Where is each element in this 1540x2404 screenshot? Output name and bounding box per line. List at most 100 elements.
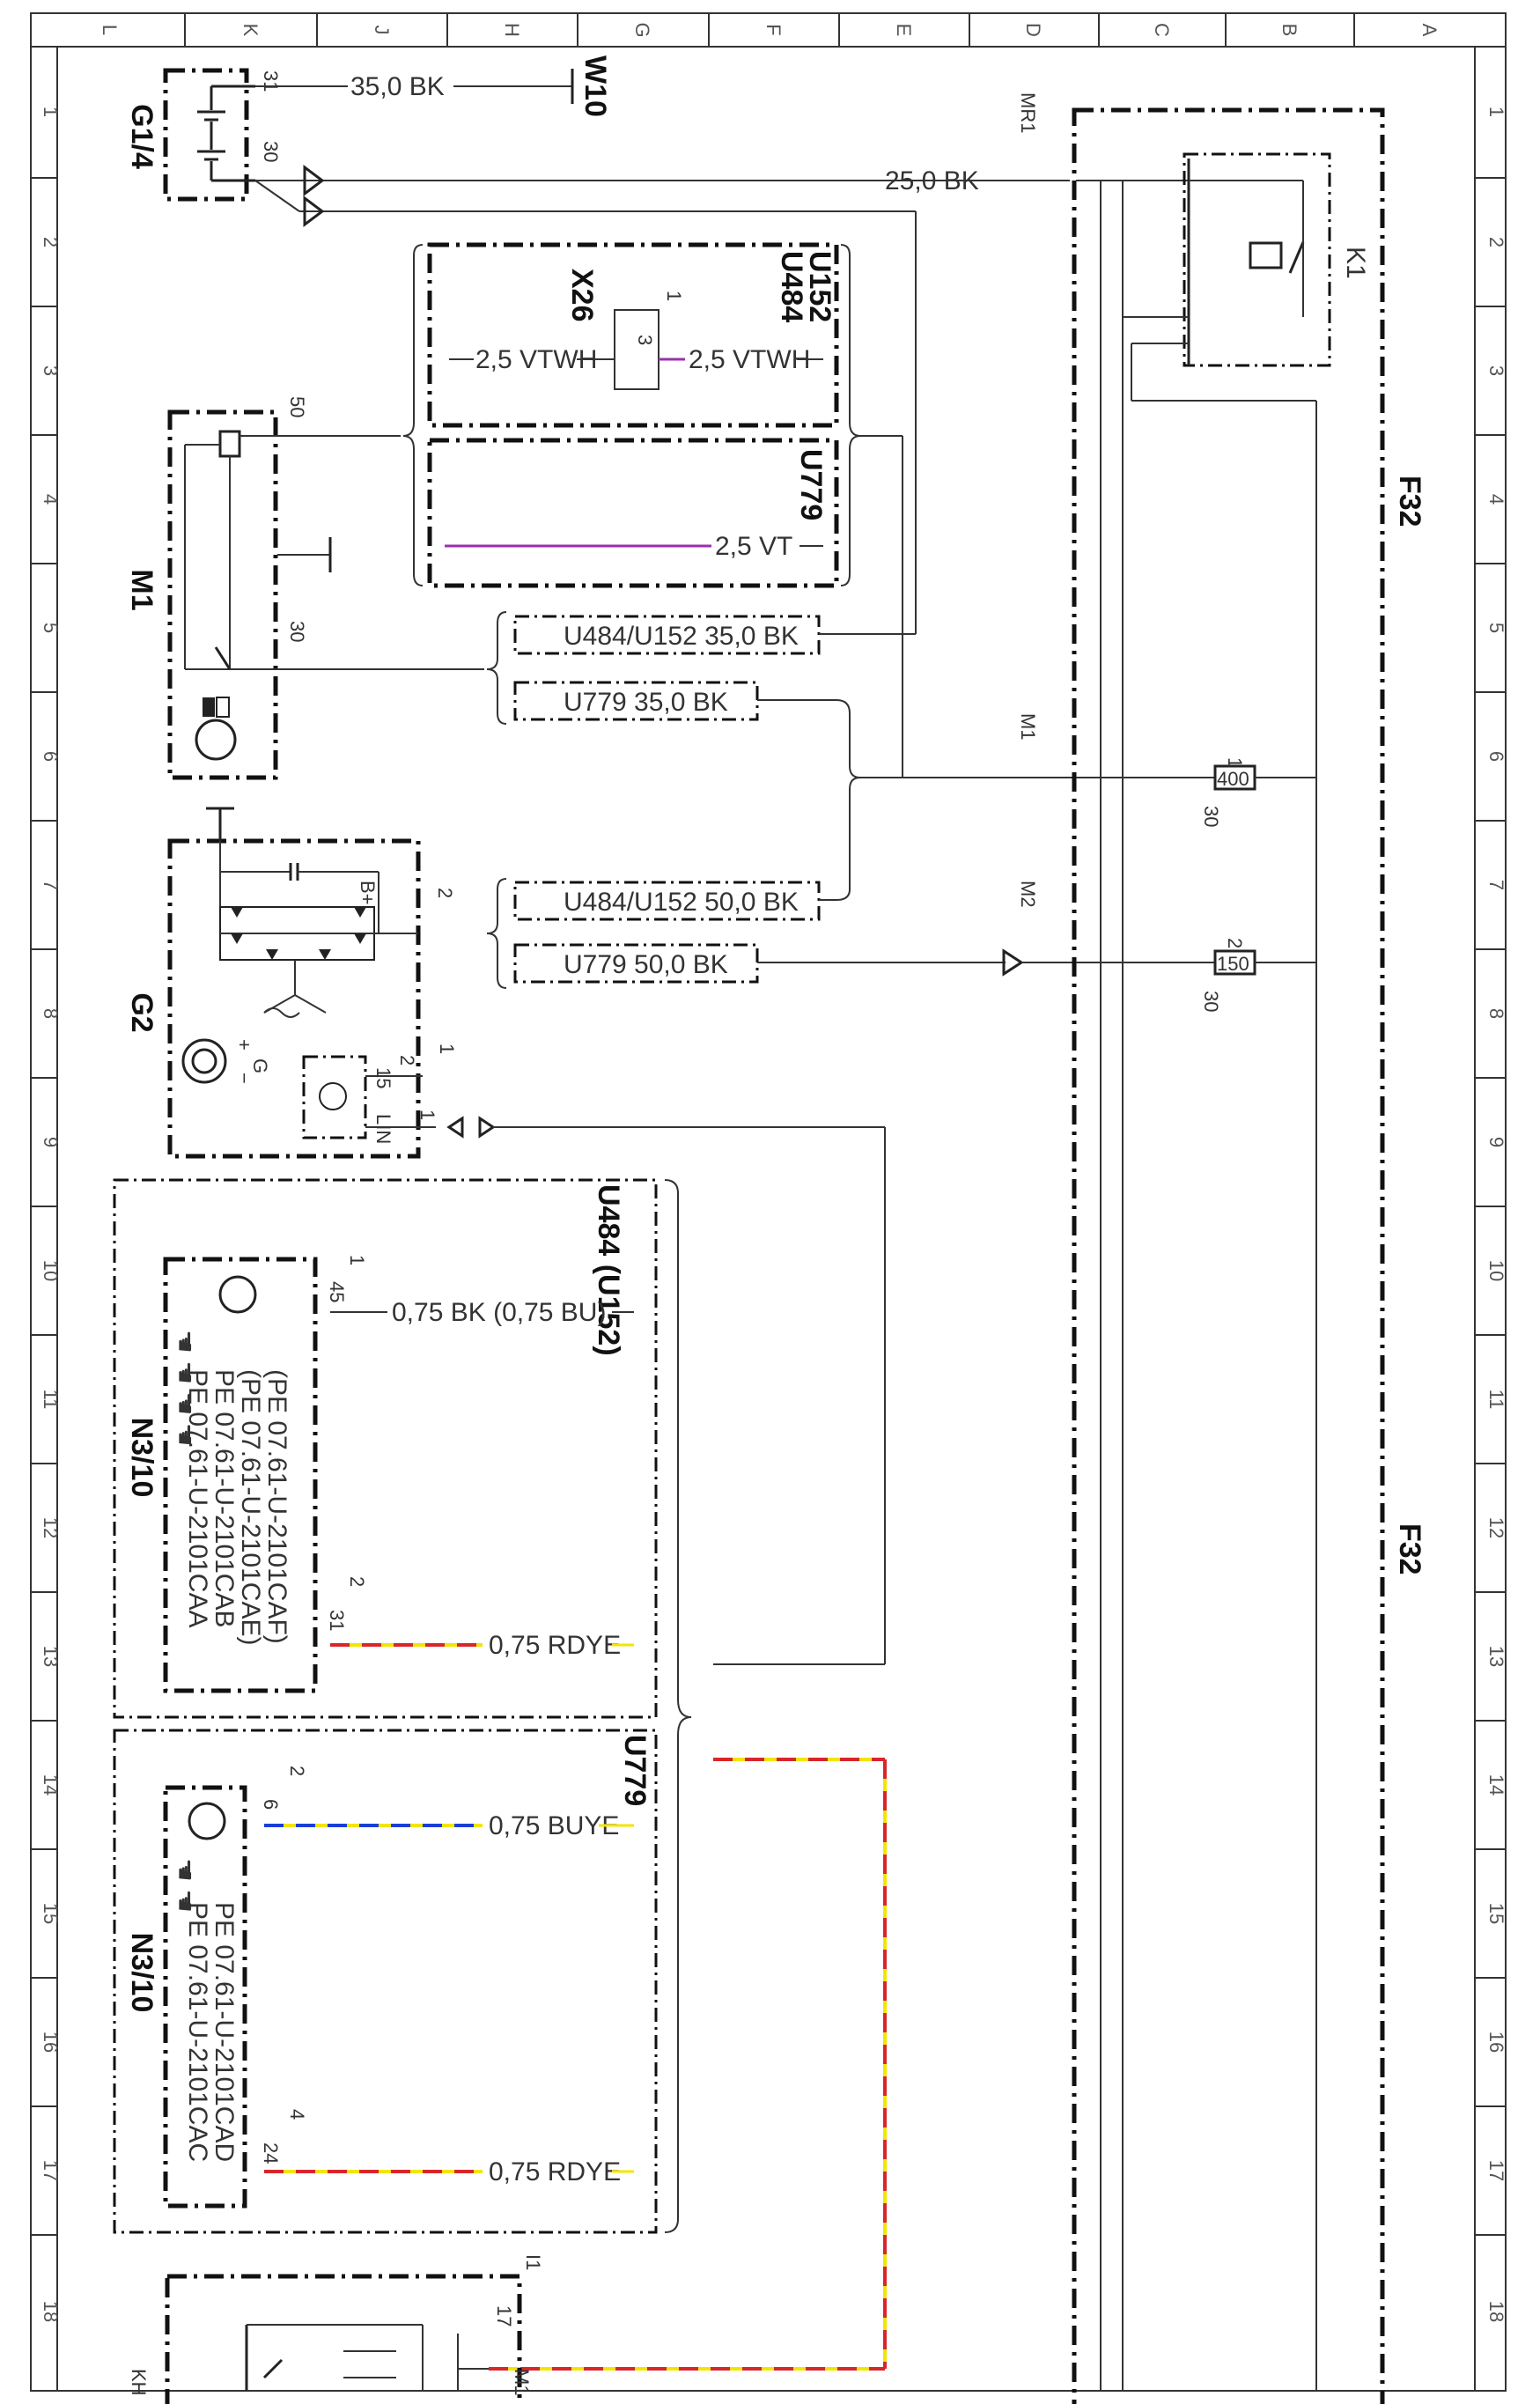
transistor-icon: [218, 1275, 257, 1314]
starter-m1: M1 50 30: [125, 396, 484, 780]
fuse-400: 400 1 30: [1076, 757, 1316, 827]
fuse-value: 150: [1217, 953, 1249, 975]
row-numbers-right: 1 2 3 4 5 6 7 8 9 10 11 12 13 14 15 16 1…: [1485, 107, 1507, 2322]
wire-label: 0,75 RDYE: [489, 1631, 621, 1660]
pin-label: B+: [357, 881, 379, 905]
w10-label: W10: [578, 55, 612, 117]
row-number: 12: [40, 1517, 62, 1538]
g2-label: G2: [125, 992, 158, 1032]
row-number: 6: [40, 751, 62, 762]
svg-text:−: −: [233, 1073, 255, 1084]
i1-label: I1: [522, 2254, 544, 2270]
u152-label: U152: [803, 251, 836, 322]
row-numbers-left: 1 2 3 4 5 6 7 8 9 10 11 12 13 14 15 16 1…: [40, 107, 62, 2322]
col-letter: K: [239, 24, 262, 37]
wire-label: U484/U152 50,0 BK: [564, 888, 799, 917]
col-letter: F: [763, 24, 785, 35]
fuse-pos: 1: [1224, 757, 1246, 768]
fuse-150: 150 2 30: [1076, 938, 1316, 1012]
mr1-label: MR1: [1017, 92, 1039, 133]
pin-label: 2: [346, 1576, 368, 1587]
n3-10-u779-box: U779 N3/10 ☚ ☚ PE 07.61-U-2101CAC PE 07.…: [113, 1729, 658, 2234]
row-number: 13: [1485, 1646, 1507, 1667]
row-number: 3: [40, 365, 62, 376]
row-number: 9: [1485, 1137, 1507, 1147]
pin-label: 50: [286, 396, 308, 417]
col-letter: G: [631, 22, 653, 37]
row-number: 7: [40, 880, 62, 890]
code-label: PE 07.61-U-2101CAA: [183, 1369, 212, 1628]
row-number: 5: [40, 623, 62, 633]
row-number: 5: [1485, 623, 1507, 633]
pin-label: 31: [260, 70, 282, 92]
fuse-pos: 2: [1224, 938, 1246, 948]
n3-10-label: N3/10: [125, 1418, 158, 1498]
battery-g1-4: G1/4 31 30: [125, 68, 282, 202]
row-number: 1: [1485, 107, 1507, 117]
svg-text:+: +: [233, 1039, 255, 1051]
pin-label: 1: [346, 1255, 368, 1265]
pin-label: 1: [436, 1043, 458, 1054]
u779-label: U779: [794, 449, 828, 520]
wire-label: U779 50,0 BK: [564, 950, 728, 979]
col-letter: A: [1418, 24, 1441, 37]
wire-label: 2,5 VTWH: [689, 345, 810, 374]
row-number: 17: [40, 2160, 62, 2181]
row-number: 18: [40, 2301, 62, 2322]
code-label: PE 07.61-U-2101CAB: [210, 1369, 239, 1628]
diagram-frame: [30, 12, 1507, 2392]
row-number: 4: [1485, 494, 1507, 505]
hand-pointer-icon: ☚ ☚ ☚ ☚: [170, 1330, 199, 1447]
pin-label: 6: [260, 1799, 282, 1810]
row-number: 15: [40, 1903, 62, 1924]
row-number: 8: [1485, 1008, 1507, 1019]
pin-label: 30: [260, 141, 282, 162]
fuse-rating: 30: [1200, 806, 1222, 827]
pin-label: 1: [416, 1110, 438, 1120]
m1-bottom-label: M1: [511, 2369, 533, 2396]
row-number: 10: [40, 1260, 62, 1281]
f32-label: F32: [1393, 476, 1426, 527]
pin-label: 2: [286, 1766, 308, 1776]
pin-label: 31: [326, 1610, 348, 1631]
row-number: 7: [1485, 880, 1507, 890]
fuse-box-f32: F32 F32 K1 M1 M2: [1017, 107, 1426, 2404]
motor-icon: [195, 719, 237, 761]
col-letter: D: [1022, 23, 1044, 37]
pin-label: LIN: [372, 1114, 394, 1144]
n3-group-label: U484 (U152): [592, 1184, 625, 1356]
row-number: 8: [40, 1008, 62, 1019]
row-number: 17: [1485, 2160, 1507, 2181]
row-number: 4: [40, 494, 62, 505]
f32-label-lower: F32: [1393, 1523, 1426, 1575]
wire-label: 0,75 RDYE: [489, 2157, 621, 2186]
battery-main-wire: 25,0 BK MR1: [254, 92, 1070, 634]
row-number: 11: [40, 1390, 62, 1410]
pin-label: 2: [396, 1055, 418, 1066]
relay-icon: [1249, 241, 1283, 269]
col-letter: C: [1151, 23, 1173, 37]
pin-label: 4: [286, 2109, 308, 2120]
u484-u152-box: U484 U152 X26 1 3 2,5 VTWH 2,5 VTWH: [427, 242, 839, 428]
row-number: 16: [40, 2032, 62, 2053]
pin-label: 17: [493, 2305, 515, 2327]
pin-label: 15: [372, 1067, 394, 1088]
k1-label: K1: [1341, 247, 1370, 279]
code-label: (PE 07.61-U-2101CAF): [262, 1369, 291, 1644]
g2-harness-boxes: U484/U152 50,0 BK U779 50,0 BK: [486, 699, 1076, 989]
row-number: 14: [1485, 1774, 1507, 1796]
alternator-g2: + G − 15 LIN 2 1 1 G2 B+ 2: [125, 807, 886, 1665]
n3-10-label-b: N3/10: [125, 1933, 158, 2013]
row-number: 16: [1485, 2032, 1507, 2053]
w10-ground-wire: 35,0 BK W10: [255, 55, 612, 117]
u779-group-label: U779: [618, 1735, 652, 1806]
wire-label: 0,75 BK (0,75 BU): [392, 1298, 606, 1327]
row-number: 13: [40, 1646, 62, 1667]
row-separators: [31, 177, 1506, 2236]
g1-4-label: G1/4: [125, 104, 158, 169]
column-letters: L K J H G F E D C B A: [99, 22, 1441, 37]
col-letter: L: [99, 25, 121, 35]
u779-box: U779 2,5 VT: [427, 438, 839, 588]
row-number: 1: [40, 107, 62, 117]
